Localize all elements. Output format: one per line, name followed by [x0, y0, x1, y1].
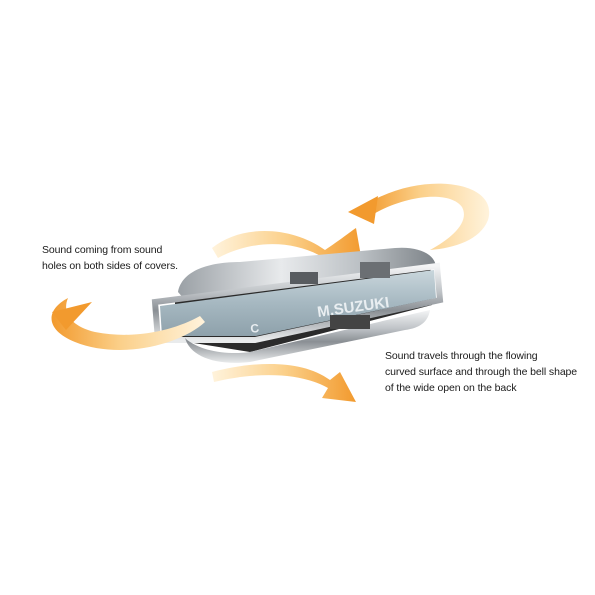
sound-flow-arrow-left — [51, 298, 205, 350]
caption-line: Sound travels through the flowing — [385, 350, 538, 362]
caption-sound-holes: Sound coming from sound holes on both si… — [42, 242, 178, 274]
harmonica: M.SUZUKI C — [151, 247, 444, 363]
key-letter: C — [249, 321, 260, 336]
sound-flow-arrow-bottom — [212, 363, 356, 402]
caption-line: holes on both sides of covers. — [42, 260, 178, 272]
sound-flow-arrow-top-right — [348, 183, 490, 250]
sound-flow-arrow-center — [212, 228, 362, 262]
harmonica-front-cover — [160, 270, 436, 336]
caption-bell-shape: Sound travels through the flowing curved… — [385, 348, 577, 396]
caption-line: Sound coming from sound — [42, 244, 163, 256]
caption-line: of the wide open on the back — [385, 382, 517, 394]
caption-line: curved surface and through the bell shap… — [385, 366, 578, 378]
